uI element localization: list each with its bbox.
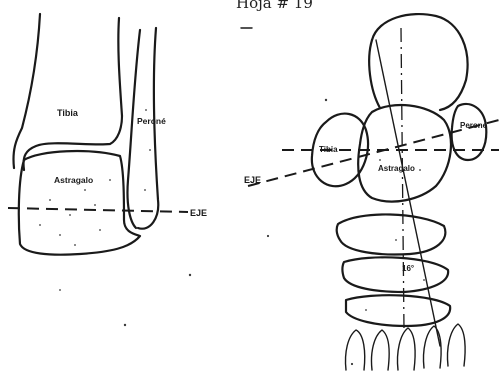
right-calcaneus-outline bbox=[372, 14, 468, 110]
left-label-tibia: Tibia bbox=[57, 108, 79, 118]
right-toe-2 bbox=[371, 330, 389, 370]
right-toe-3 bbox=[397, 328, 415, 370]
right-angle-line bbox=[376, 40, 440, 346]
right-label-tibia: Tibia bbox=[319, 145, 338, 154]
left-label-astragalo: Astragalo bbox=[54, 175, 93, 185]
right-label-astragalo: Astragalo bbox=[378, 164, 415, 173]
left-label-eje: EJE bbox=[190, 208, 207, 218]
left-label-perone: Peroné bbox=[137, 116, 166, 126]
left-axis-line bbox=[8, 208, 188, 212]
page-header: Hoja # 19 bbox=[236, 0, 313, 12]
left-fibula-outline-right bbox=[138, 28, 158, 229]
right-toe-5 bbox=[447, 324, 465, 366]
left-talus-outline bbox=[19, 151, 140, 255]
right-label-angle: 16° bbox=[402, 264, 414, 273]
right-toe-4 bbox=[423, 326, 441, 368]
right-label-eje: EJE bbox=[244, 175, 261, 185]
right-toe-1 bbox=[345, 330, 364, 370]
left-ankle-view: Tibia Peroné Astragalo EJE bbox=[8, 14, 207, 326]
left-fibula-outline-left bbox=[127, 30, 140, 228]
right-foot-view: Tibia Peroné Astragalo EJE 16° bbox=[244, 14, 499, 370]
right-cuneiform-outline bbox=[343, 257, 449, 292]
right-vertical-axis bbox=[401, 28, 404, 330]
right-navicular-outline bbox=[337, 214, 446, 254]
right-label-perone: Peroné bbox=[460, 121, 488, 130]
right-talus-outline bbox=[358, 105, 451, 202]
